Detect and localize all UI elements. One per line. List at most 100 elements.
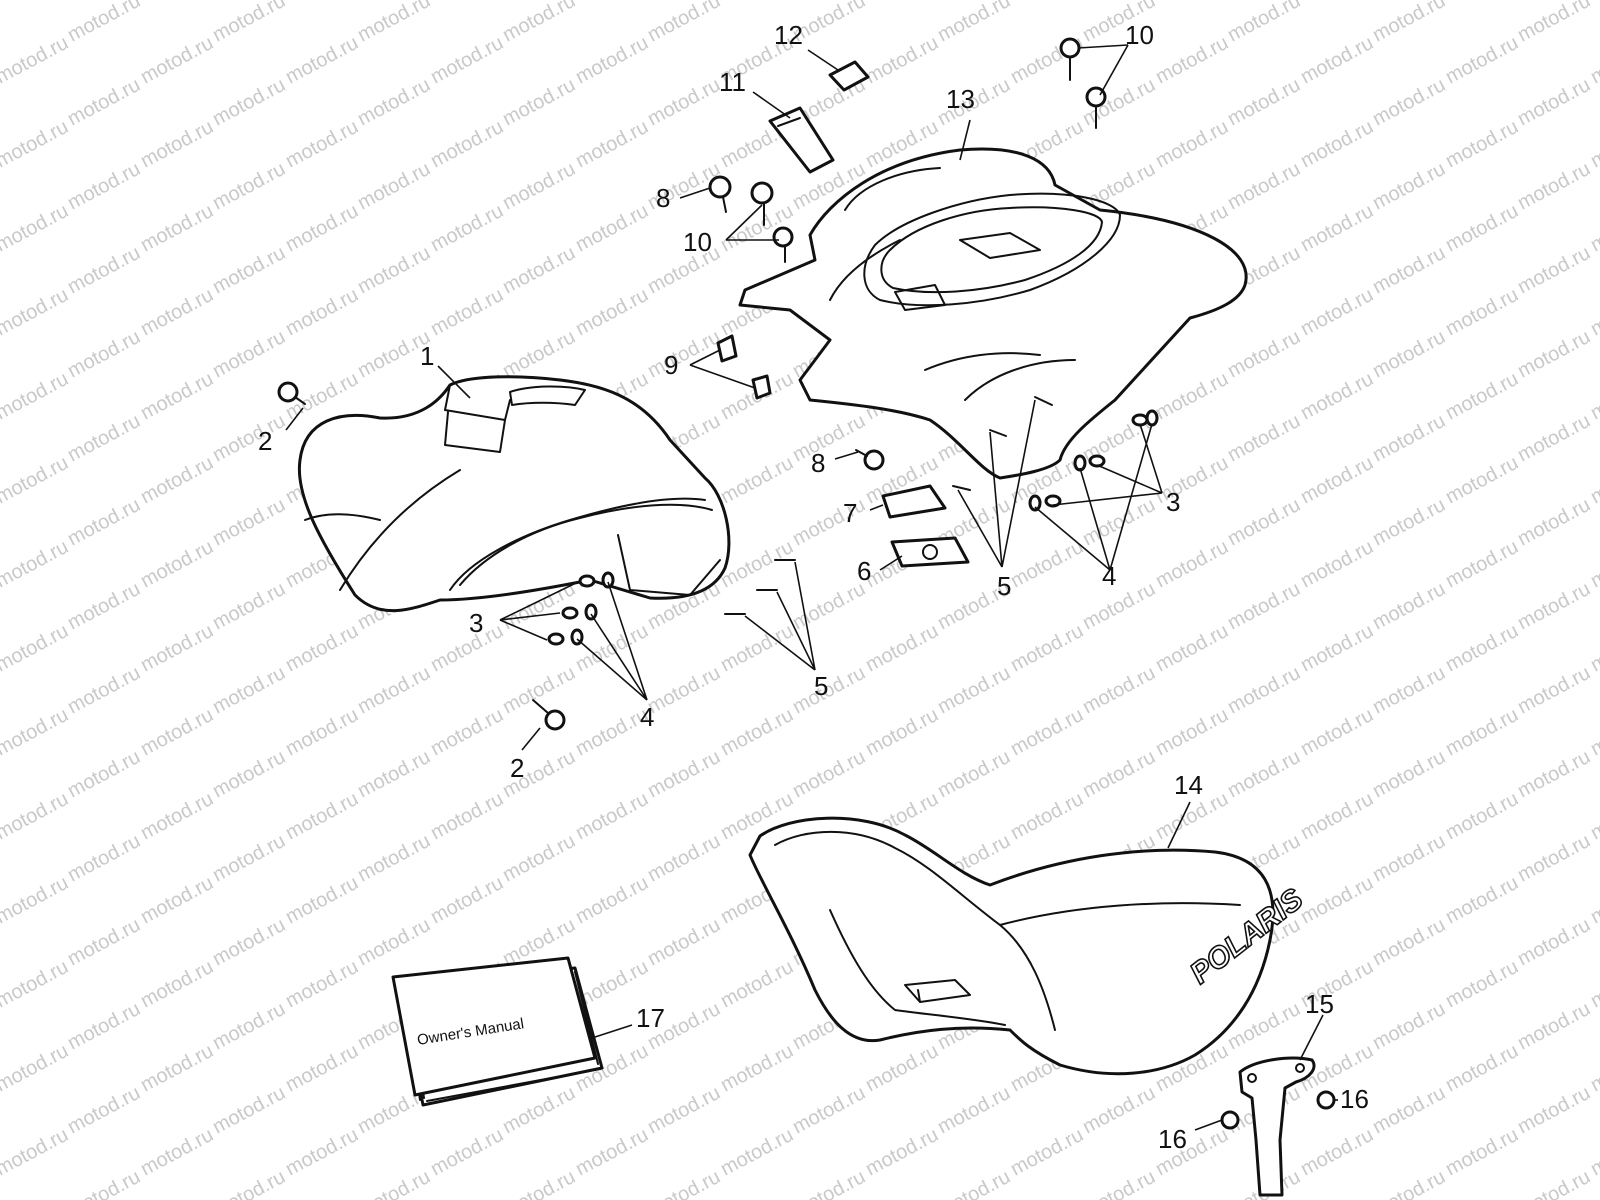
watermark-text: motod.ru <box>209 830 289 886</box>
part-8-fastener-lower <box>855 449 885 471</box>
part-10-fasteners-upper <box>1059 37 1107 129</box>
callout-labels: 1 2 2 3 3 4 4 5 5 6 7 8 8 9 10 10 11 12 … <box>258 20 1369 1154</box>
watermark-text: motod.ru <box>1514 242 1594 298</box>
callout-4-rear: 4 <box>1102 561 1116 591</box>
part-2-fastener-upper <box>277 381 306 405</box>
watermark-text: motod.ru <box>1369 158 1449 214</box>
callout-7: 7 <box>843 498 857 528</box>
watermark-text: motod.ru <box>137 620 217 676</box>
watermark-text: motod.ru <box>862 620 942 676</box>
watermark-text: motod.ru <box>862 1124 942 1180</box>
watermark-text: motod.ru <box>1224 0 1304 46</box>
callout-10-upper: 10 <box>1125 20 1154 50</box>
watermark-text: motod.ru <box>1297 200 1377 256</box>
watermark-text: motod.ru <box>1079 1082 1159 1138</box>
watermark-text: motod.ru <box>499 0 579 46</box>
part-2-fastener-lower <box>532 699 566 731</box>
watermark-text: motod.ru <box>137 788 217 844</box>
watermark-text: motod.ru <box>1514 326 1594 382</box>
rear-fender <box>738 147 1248 480</box>
watermark-text: motod.ru <box>862 704 942 760</box>
watermark-text: motod.ru <box>1007 0 1087 4</box>
watermark-text: motod.ru <box>427 788 507 844</box>
watermark-text: motod.ru <box>1297 284 1377 340</box>
watermark-text: motod.ru <box>427 0 507 4</box>
watermark-text: motod.ru <box>0 956 72 1012</box>
watermark-text: motod.ru <box>1369 242 1449 298</box>
watermark-text: motod.ru <box>1369 1082 1449 1138</box>
watermark-text: motod.ru <box>499 662 579 718</box>
watermark-text: motod.ru <box>1369 578 1449 634</box>
watermark-text: motod.ru <box>137 1040 217 1096</box>
watermark-text: motod.ru <box>1297 788 1377 844</box>
watermark-text: motod.ru <box>1587 368 1600 424</box>
callout-9: 9 <box>664 350 678 380</box>
watermark-text: motod.ru <box>1297 872 1377 928</box>
callout-6: 6 <box>857 556 871 586</box>
watermark-text: motod.ru <box>209 1082 289 1138</box>
watermark-text: motod.ru <box>1587 536 1600 592</box>
watermark-text: motod.ru <box>1007 704 1087 760</box>
callout-1: 1 <box>420 341 434 371</box>
watermark-text: motod.ru <box>572 116 652 172</box>
watermark-text: motod.ru <box>1007 536 1087 592</box>
watermark-text: motod.ru <box>717 452 797 508</box>
watermark-text: motod.ru <box>644 914 724 970</box>
part-8-fastener-upper <box>708 175 732 213</box>
watermark-text: motod.ru <box>1442 116 1522 172</box>
watermark-text: motod.ru <box>427 704 507 760</box>
watermark-text: motod.ru <box>0 704 72 760</box>
watermark-text: motod.ru <box>427 620 507 676</box>
watermark-text: motod.ru <box>0 368 72 424</box>
watermark-text: motod.ru <box>1297 704 1377 760</box>
watermark-text: motod.ru <box>137 284 217 340</box>
watermark-text: motod.ru <box>1442 956 1522 1012</box>
watermark-text: motod.ru <box>1369 326 1449 382</box>
watermark-text: motod.ru <box>572 0 652 4</box>
watermark-text: motod.ru <box>1297 452 1377 508</box>
watermark-text: motod.ru <box>572 788 652 844</box>
callout-2-upper: 2 <box>258 426 272 456</box>
watermark-text: motod.ru <box>499 1082 579 1138</box>
watermark-text: motod.ru <box>354 1166 434 1200</box>
callout-5-rear: 5 <box>997 571 1011 601</box>
watermark-text: motod.ru <box>1152 32 1232 88</box>
watermark-text: motod.ru <box>1587 620 1600 676</box>
watermark-text: motod.ru <box>282 1124 362 1180</box>
watermark-text: motod.ru <box>1297 0 1377 4</box>
watermark-text: motod.ru <box>1369 494 1449 550</box>
watermark-text: motod.ru <box>717 1040 797 1096</box>
watermark-text: motod.ru <box>1369 662 1449 718</box>
watermark-text: motod.ru <box>137 872 217 928</box>
watermark-text: motod.ru <box>1297 32 1377 88</box>
watermark-text: motod.ru <box>0 536 72 592</box>
watermark-text: motod.ru <box>137 1124 217 1180</box>
watermark-text: motod.ru <box>862 1040 942 1096</box>
watermark-text: motod.ru <box>1514 158 1594 214</box>
watermark-text: motod.ru <box>1442 368 1522 424</box>
watermark-text: motod.ru <box>1587 956 1600 1012</box>
watermark-text: motod.ru <box>1224 578 1304 634</box>
watermark-text: motod.ru <box>0 32 72 88</box>
watermark-text: motod.ru <box>0 200 72 256</box>
watermark-text: motod.ru <box>209 578 289 634</box>
watermark-text: motod.ru <box>572 872 652 928</box>
watermark-text: motod.ru <box>644 0 724 46</box>
watermark-text: motod.ru <box>1297 536 1377 592</box>
watermark-text: motod.ru <box>137 200 217 256</box>
watermark-text: motod.ru <box>1587 116 1600 172</box>
watermark-text: motod.ru <box>64 998 144 1054</box>
watermark-text: motod.ru <box>1369 0 1449 46</box>
watermark-text: motod.ru <box>0 788 72 844</box>
watermark-text: motod.ru <box>427 872 507 928</box>
watermark-text: motod.ru <box>137 704 217 760</box>
watermark-text: motod.ru <box>282 116 362 172</box>
watermark-text: motod.ru <box>499 830 579 886</box>
watermark-text: motod.ru <box>1079 1166 1159 1200</box>
watermark-text: motod.ru <box>1587 1124 1600 1180</box>
watermark-text: motod.ru <box>354 158 434 214</box>
watermark-text: motod.ru <box>1007 620 1087 676</box>
watermark-text: motod.ru <box>0 452 72 508</box>
watermark-text: motod.ru <box>64 1082 144 1138</box>
watermark-text: motod.ru <box>64 746 144 802</box>
